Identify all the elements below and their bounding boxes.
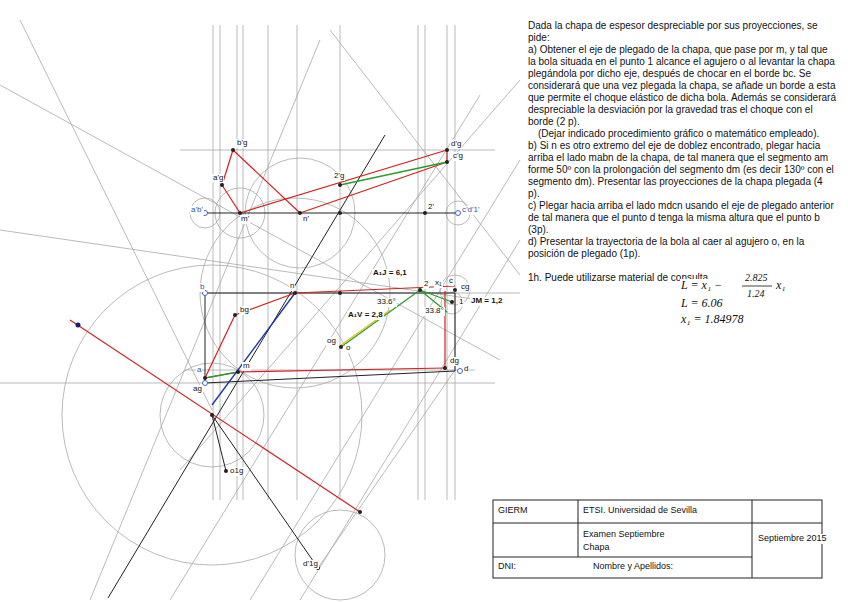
title-block-text: Examen Septiembre bbox=[582, 530, 666, 540]
point-label: cg bbox=[460, 283, 470, 292]
statement-column: Dada la chapa de espesor despreciable po… bbox=[528, 20, 836, 284]
title-block-text: DNI: bbox=[497, 562, 517, 572]
point-label: 1 bbox=[458, 298, 464, 307]
angle-label: 33.8° bbox=[424, 307, 445, 316]
point-label: a'g bbox=[212, 174, 224, 183]
problem-statement: a) Obtener el eje de plegado de la chapa… bbox=[528, 44, 836, 128]
point-label: d bbox=[463, 365, 469, 374]
point-label: c'g bbox=[452, 152, 464, 161]
title-block-text: GIERM bbox=[497, 506, 529, 516]
point-label: o1g bbox=[229, 467, 244, 476]
point-label: dg bbox=[449, 357, 460, 366]
point-label: d'1g bbox=[302, 560, 319, 569]
formula: 1.24 bbox=[746, 288, 766, 299]
point-label: d'g bbox=[450, 140, 462, 149]
problem-statement: b) Si n es otro extremo del eje de doble… bbox=[528, 140, 836, 200]
point-label: c'd'1' bbox=[461, 206, 480, 215]
point-label: b bbox=[199, 283, 205, 292]
dimension-label: JM = 1,2 bbox=[470, 297, 503, 306]
dimension-label: A₁J = 6,1 bbox=[372, 269, 408, 278]
point-label: x₁ bbox=[434, 279, 443, 288]
point-label: c bbox=[448, 277, 454, 286]
point-label: ag bbox=[192, 385, 203, 394]
formula: x₁ bbox=[775, 279, 787, 292]
point-label: a'b' bbox=[190, 206, 204, 215]
point-label: m bbox=[242, 362, 251, 371]
dimension-label: A₁V = 2,8 bbox=[347, 311, 384, 320]
formula: L = 6.06 bbox=[680, 297, 724, 310]
point-label: 2'g bbox=[333, 172, 345, 181]
formula: x₁ = 1.84978 bbox=[680, 313, 745, 326]
problem-statement: c) Plegar hacia arriba el lado mdcn usan… bbox=[528, 200, 836, 236]
point-label: n' bbox=[302, 215, 310, 224]
angle-label: 33.6° bbox=[376, 298, 397, 307]
point-label: og bbox=[326, 337, 337, 346]
formula: L = x₁ − bbox=[680, 279, 723, 292]
title-block-text: Septiembre 2015 bbox=[757, 534, 828, 544]
title-block-text: ETSI. Universidad de Sevilla bbox=[582, 506, 698, 516]
problem-statement: d) Presentar la trayectoria de la bola a… bbox=[528, 236, 836, 260]
formula: 2.825 bbox=[744, 272, 769, 283]
problem-statement: (Dejar indicado procedimiento gráfico o … bbox=[528, 128, 836, 140]
point-label: a bbox=[196, 366, 202, 375]
point-label: o bbox=[345, 344, 351, 353]
point-label: 2' bbox=[427, 203, 435, 212]
point-label: m' bbox=[240, 215, 250, 224]
point-label: bg bbox=[239, 306, 250, 315]
point-label: n bbox=[289, 282, 295, 291]
problem-statement: Dada la chapa de espesor despreciable po… bbox=[528, 20, 836, 44]
title-block-text: Chapa bbox=[582, 543, 611, 553]
title-block-text: Nombre y Apellidos: bbox=[592, 562, 674, 572]
point-label: 2 bbox=[423, 280, 429, 289]
point-label: b'g bbox=[236, 139, 248, 148]
